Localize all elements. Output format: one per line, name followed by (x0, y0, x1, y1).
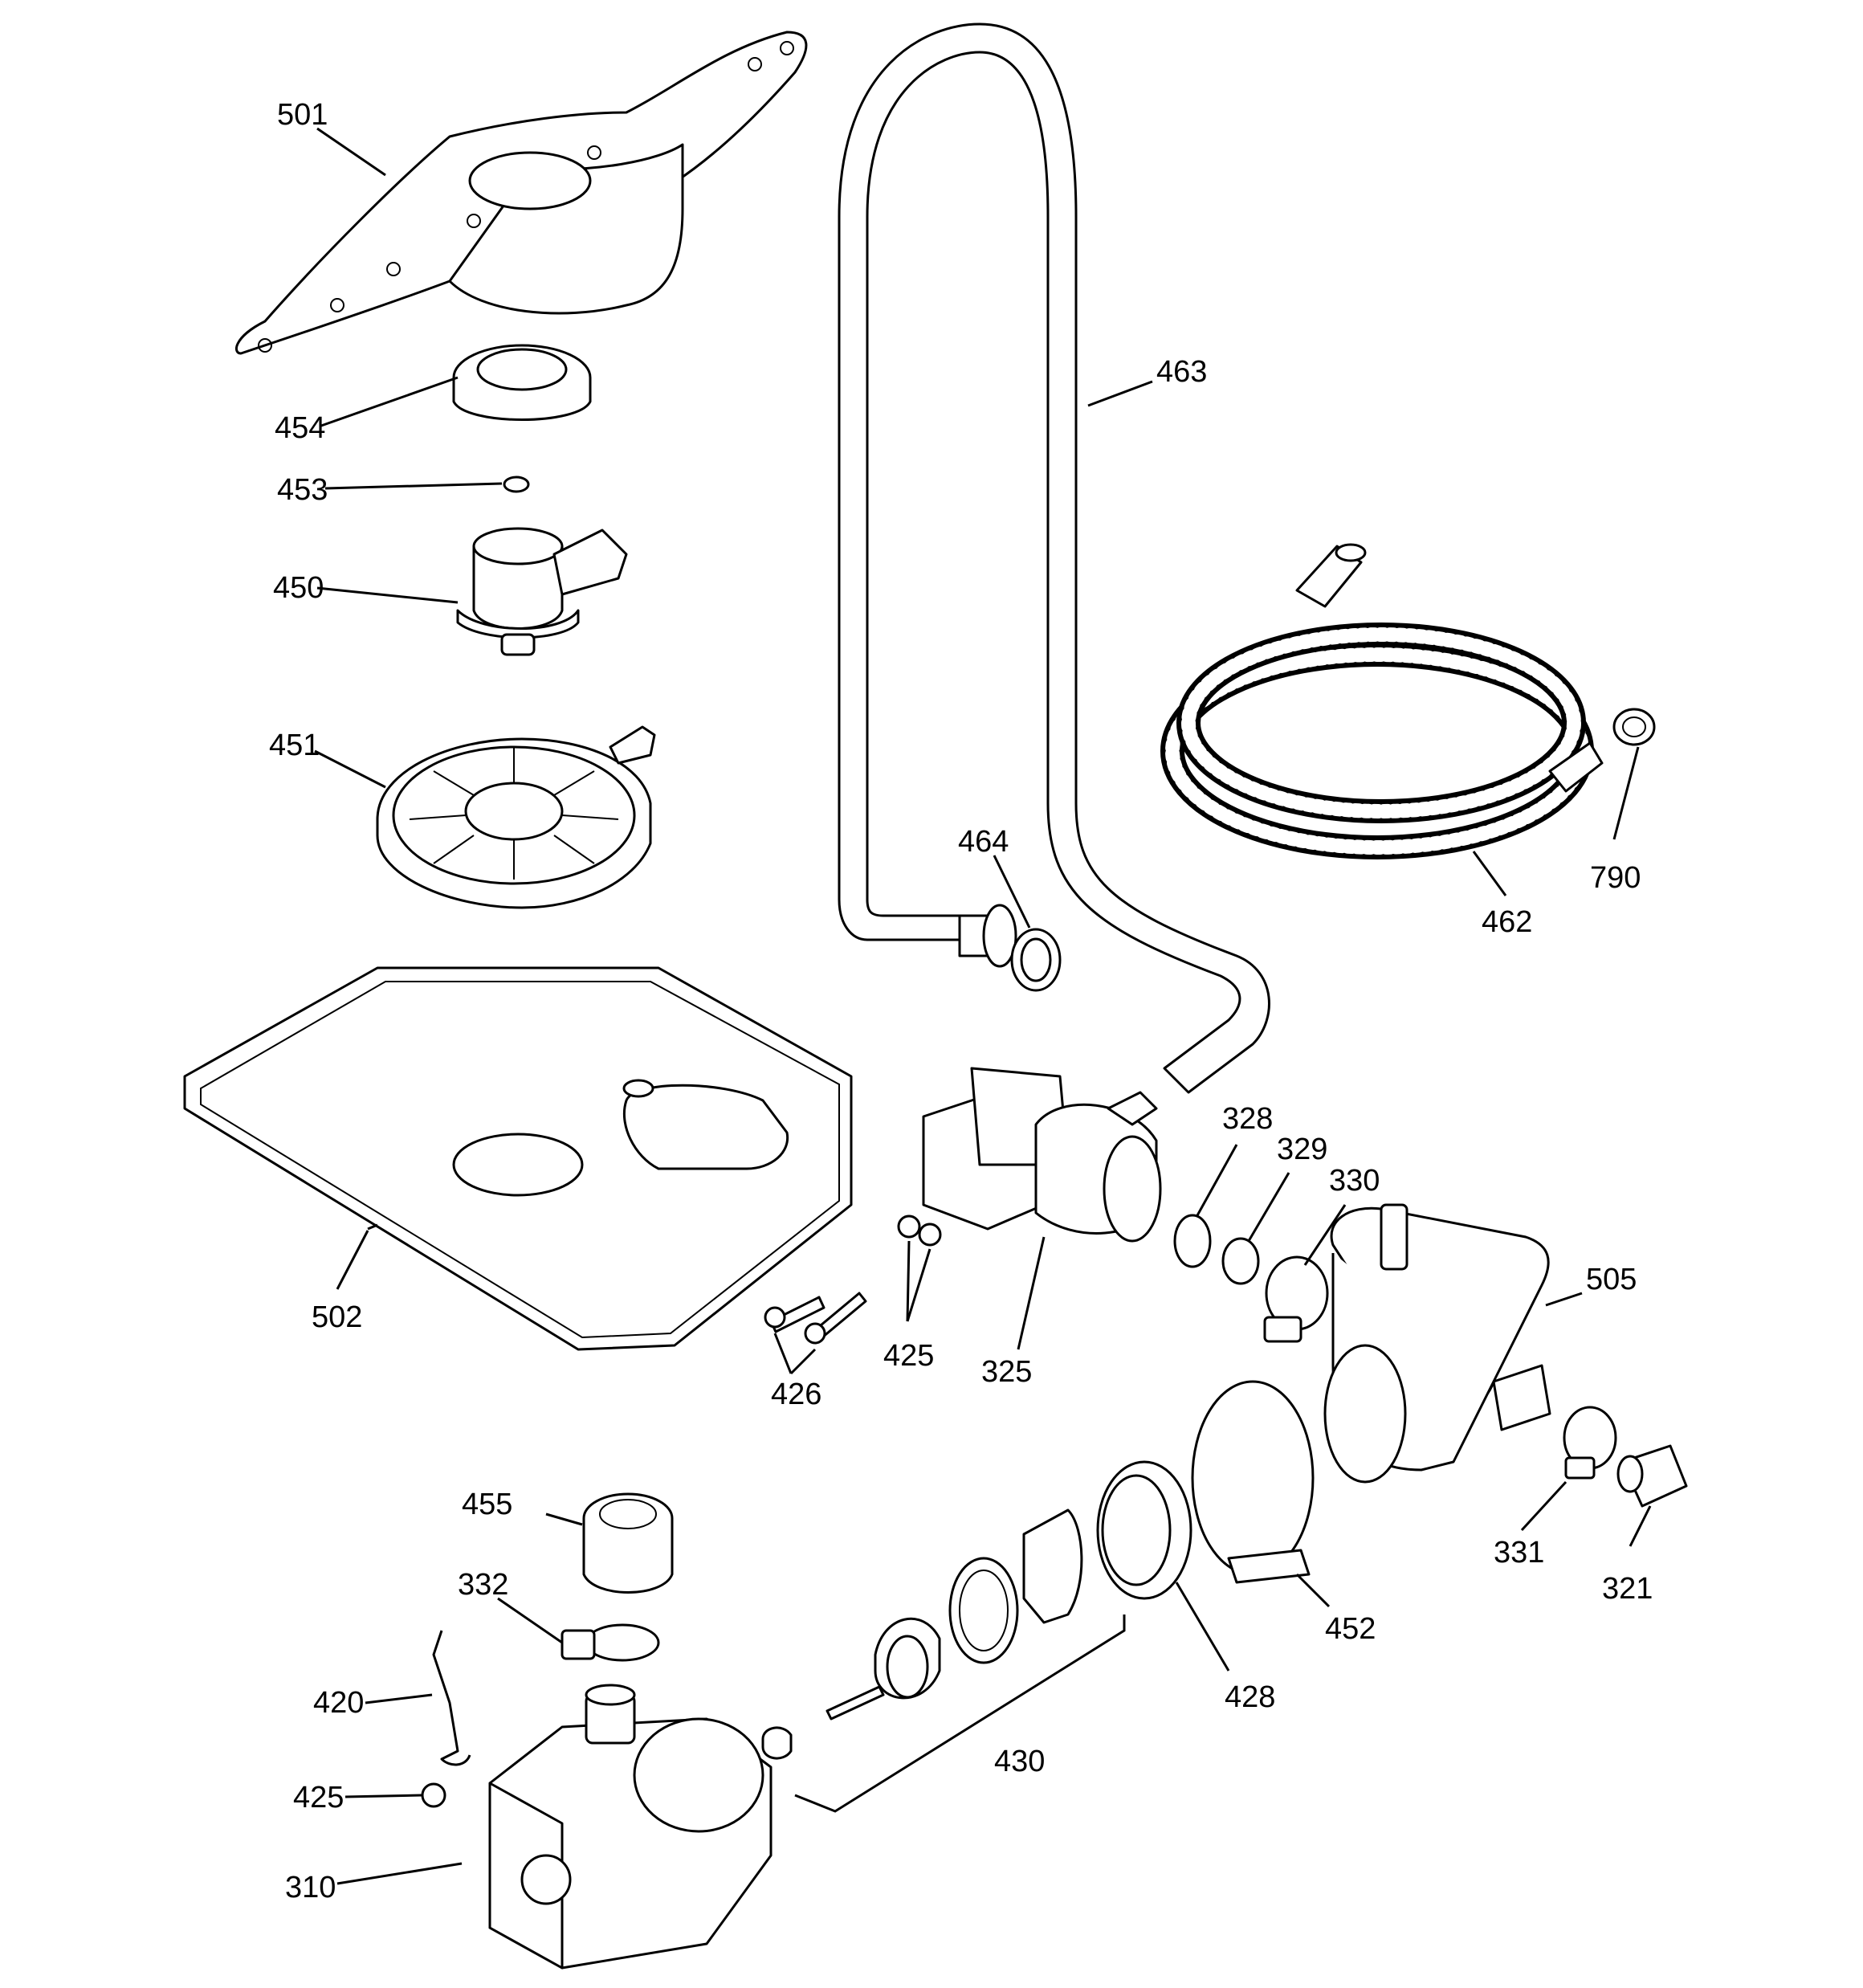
part-425-upper-nuts (897, 1214, 942, 1247)
part-451-filter (376, 725, 656, 909)
callout-330: 330 (1329, 1164, 1380, 1198)
part-328-ring (1173, 1214, 1212, 1268)
callout-450: 450 (273, 571, 324, 605)
part-454 (452, 344, 592, 421)
callout-425-lower: 425 (293, 1781, 344, 1815)
part-430-impeller-kit (761, 1508, 1083, 1760)
callout-310: 310 (285, 1871, 336, 1904)
callout-331: 331 (1494, 1536, 1544, 1570)
part-331-clamp (1563, 1406, 1617, 1480)
part-502-tray (183, 966, 853, 1351)
callout-451: 451 (269, 729, 320, 762)
part-450 (456, 527, 628, 656)
callout-426: 426 (771, 1378, 821, 1411)
callout-455: 455 (462, 1488, 512, 1521)
part-321-sensor (1616, 1444, 1688, 1508)
callout-328: 328 (1222, 1102, 1273, 1136)
part-501-upper-spray-arm (234, 31, 808, 355)
callout-labels: 501 454 453 450 451 502 463 464 462 790 … (269, 98, 1653, 1904)
part-464-ring (1010, 928, 1062, 992)
part-310-motor-pump (488, 1684, 773, 1970)
part-455 (582, 1492, 674, 1594)
part-463-hose (838, 22, 1270, 1094)
callout-452: 452 (1325, 1612, 1376, 1646)
part-420-wire (432, 1630, 471, 1766)
callout-332: 332 (458, 1568, 508, 1602)
callout-428: 428 (1225, 1680, 1275, 1714)
callout-462: 462 (1482, 905, 1532, 939)
part-426-screws (764, 1292, 867, 1345)
callout-464: 464 (958, 825, 1009, 859)
callout-505: 505 (1586, 1263, 1637, 1296)
callout-463: 463 (1156, 355, 1207, 389)
part-462-drain-hose (1160, 543, 1604, 859)
part-452-clamp (1191, 1380, 1315, 1584)
callout-454: 454 (275, 411, 325, 445)
part-330-clamp (1263, 1255, 1329, 1343)
callout-430: 430 (994, 1745, 1045, 1778)
part-790-clamp (1612, 708, 1656, 746)
callout-502: 502 (312, 1300, 362, 1334)
leader-lines (314, 127, 1652, 1885)
part-505-sump-housing (1323, 1203, 1551, 1484)
callout-425-upper: 425 (883, 1339, 934, 1373)
callout-420: 420 (313, 1686, 364, 1720)
callout-790: 790 (1590, 861, 1641, 895)
callout-453: 453 (277, 473, 328, 507)
part-325-drain-pump (922, 1067, 1162, 1243)
part-428-seal (1096, 1460, 1192, 1600)
callout-501: 501 (277, 98, 328, 132)
callout-321: 321 (1602, 1572, 1653, 1606)
part-453-o-ring (503, 476, 530, 493)
part-425-lower-nut (421, 1782, 446, 1808)
part-332-clamp (561, 1623, 660, 1662)
part-329 (1221, 1237, 1260, 1285)
callout-325: 325 (981, 1355, 1032, 1389)
callout-329: 329 (1277, 1133, 1327, 1166)
